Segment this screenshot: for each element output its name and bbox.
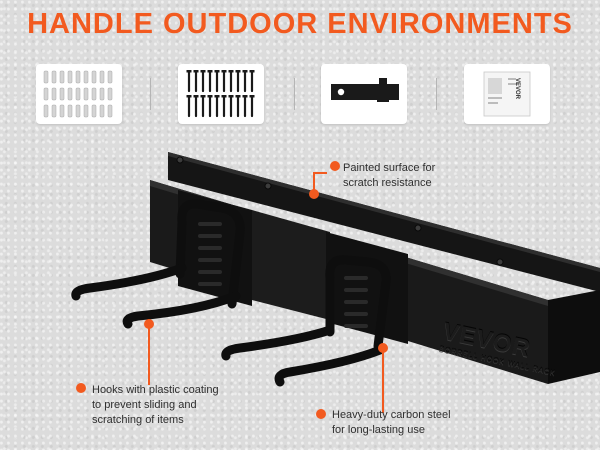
hook-left bbox=[71, 199, 245, 329]
callout-steel-line2: for long-lasting use bbox=[332, 424, 425, 436]
separator bbox=[150, 78, 151, 110]
callout-leader bbox=[313, 172, 327, 174]
rail-screw bbox=[176, 156, 184, 164]
callout-marker bbox=[330, 161, 340, 171]
separator bbox=[436, 78, 437, 110]
callout-surface-line1: Painted surface for bbox=[343, 162, 436, 174]
hook-right bbox=[221, 255, 391, 387]
accessory-bracket bbox=[321, 64, 407, 124]
callout-leader bbox=[148, 327, 150, 385]
accessory-screws bbox=[178, 64, 264, 124]
rail-screw bbox=[496, 258, 504, 266]
manual-icon bbox=[483, 71, 531, 117]
accessory-wall-anchors bbox=[36, 64, 122, 124]
callout-surface: Painted surface for scratch resistance bbox=[343, 161, 435, 191]
screws-icon bbox=[186, 70, 255, 118]
callout-marker bbox=[309, 189, 319, 199]
accessory-manual: VEVOR bbox=[464, 64, 550, 124]
rail-back bbox=[168, 152, 600, 292]
callout-marker bbox=[76, 383, 86, 393]
rail-screw bbox=[414, 224, 422, 232]
callout-leader bbox=[382, 351, 384, 413]
callout-marker bbox=[144, 319, 154, 329]
hook-plate-middle bbox=[252, 210, 330, 320]
page-title: HANDLE OUTDOOR ENVIRONMENTS bbox=[27, 8, 573, 40]
wall-anchors-icon bbox=[43, 70, 113, 118]
callout-hooks-line3: scratching of items bbox=[92, 414, 184, 426]
rail-screw bbox=[264, 182, 272, 190]
callout-hooks: Hooks with plastic coating to prevent sl… bbox=[92, 383, 219, 428]
callout-leader bbox=[313, 172, 315, 192]
callout-hooks-line1: Hooks with plastic coating bbox=[92, 384, 219, 396]
callout-surface-line2: scratch resistance bbox=[343, 177, 432, 189]
callout-marker bbox=[378, 343, 388, 353]
callout-steel: Heavy-duty carbon steel for long-lasting… bbox=[332, 408, 451, 438]
callout-hooks-line2: to prevent sliding and bbox=[92, 399, 197, 411]
separator bbox=[294, 78, 295, 110]
bracket-icon bbox=[331, 78, 399, 102]
callout-marker bbox=[316, 409, 326, 419]
callout-steel-line1: Heavy-duty carbon steel bbox=[332, 409, 451, 421]
